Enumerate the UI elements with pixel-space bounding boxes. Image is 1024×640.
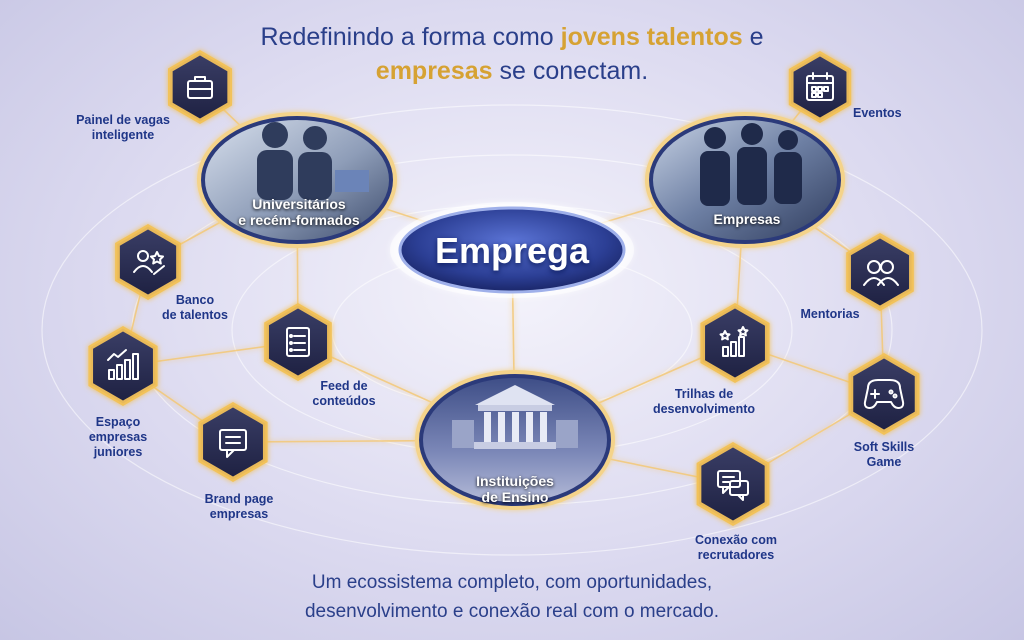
companies-label: Empresas [713, 211, 781, 227]
footer-tagline: Um ecossistema completo, com oportunidad… [304, 572, 719, 622]
gamepad-icon [863, 379, 905, 409]
headline-highlight-companies: empresas [375, 57, 493, 85]
feature-label-feed: Feed de conteúdos [312, 379, 376, 408]
companies-photo-node [645, 112, 845, 248]
feature-node-banco [115, 224, 181, 300]
feature-label-espaco: Espaço empresas juniores [88, 415, 148, 459]
people-icon [863, 260, 899, 286]
feature-node-hexagon [850, 355, 918, 433]
feature-label-conexao: Conexão com recrutadores [695, 533, 777, 562]
feature-label-vagas: Painel de vagas inteligente [76, 113, 170, 142]
feature-node-mentorias [846, 233, 914, 311]
feature-node-conexao [696, 442, 770, 526]
feature-label-softskills: Soft Skills Game [853, 440, 915, 469]
feature-label-banco: Banco de talentos [162, 293, 228, 322]
hub-label: Emprega [434, 230, 590, 271]
business-people-icon [700, 123, 802, 206]
feature-label-eventos: Eventos [853, 106, 902, 120]
stars-growth-icon [719, 326, 749, 357]
student-figure-icon [257, 122, 369, 200]
feature-node-brand [198, 402, 268, 482]
feature-node-trilhas [700, 303, 770, 383]
talent-bank-icon [133, 250, 165, 275]
feature-label-mentorias: Mentorias [800, 307, 860, 321]
feature-node-vagas [168, 50, 232, 124]
briefcase-icon [187, 76, 213, 99]
calendar-icon [806, 72, 834, 101]
feature-node-hexagon [848, 235, 912, 309]
feature-node-hexagon [170, 52, 230, 122]
hub-node [390, 202, 634, 298]
message-icon [219, 429, 247, 458]
institutions-photo-node [415, 370, 615, 510]
feature-node-espaco [88, 326, 158, 406]
growth-chart-icon [107, 349, 139, 380]
feature-node-softskills [848, 353, 920, 435]
headline: Redefinindo a forma como jovens talentos… [260, 23, 764, 85]
feature-node-hexagon [117, 226, 179, 298]
feature-node-feed [264, 303, 332, 381]
document-list-icon [286, 327, 310, 357]
chat-icon [717, 470, 749, 501]
feature-node-eventos [788, 51, 852, 123]
feature-label-brand: Brand page empresas [204, 492, 274, 521]
university-building-icon [452, 385, 578, 449]
feature-label-trilhas: Trilhas de desenvolvimento [652, 387, 756, 416]
headline-highlight-talents: jovens talentos [560, 23, 743, 51]
feature-node-hexagon [698, 444, 768, 524]
students-photo-node [197, 112, 397, 248]
students-label: Universitários e recém-formados [238, 196, 360, 228]
institutions-label: Instituições de Ensino [476, 473, 554, 505]
